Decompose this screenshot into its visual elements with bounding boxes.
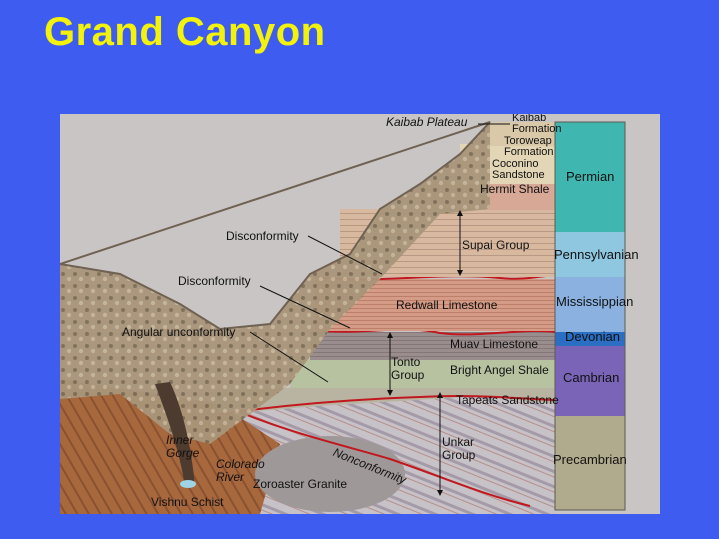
period-precambrian: Precambrian xyxy=(553,452,627,467)
colorado-river-label-1: Colorado xyxy=(216,457,265,471)
zoroaster-granite-label: Zoroaster Granite xyxy=(253,477,348,491)
bright-angel-shale-label: Bright Angel Shale xyxy=(450,363,549,377)
vishnu-schist-label: Vishnu Schist xyxy=(151,495,224,509)
colorado-river-label-2: River xyxy=(216,470,245,484)
grand-canyon-cross-section: Kaibab Plateau Kaibab Formation Toroweap… xyxy=(60,114,660,514)
period-permian: Permian xyxy=(566,169,615,184)
period-devonian: Devonian xyxy=(565,329,620,344)
slide-title: Grand Canyon xyxy=(44,10,326,54)
tonto-group-label-2: Group xyxy=(391,368,425,382)
kaibab-plateau-label: Kaibab Plateau xyxy=(386,115,468,129)
tonto-group-label-1: Tonto xyxy=(391,355,421,369)
inner-gorge-label-2: Gorge xyxy=(166,446,200,460)
kaibab-formation-label-1: Kaibab xyxy=(512,114,547,124)
toroweap-formation-label-1: Toroweap xyxy=(504,135,552,147)
angular-unconformity-label: Angular unconformity xyxy=(122,325,236,339)
coconino-sandstone-label-2: Sandstone xyxy=(492,169,545,181)
disconformity-upper-label: Disconformity xyxy=(226,229,299,243)
tapeats-sandstone-label: Tapeats Sandstone xyxy=(456,393,559,407)
period-pennsylvanian: Pennsylvanian xyxy=(554,247,639,262)
period-cambrian: Cambrian xyxy=(563,370,620,385)
period-mississippian: Mississippian xyxy=(556,294,634,309)
redwall-limestone-label: Redwall Limestone xyxy=(396,298,498,312)
muav-limestone-label: Muav Limestone xyxy=(450,337,539,351)
unkar-group-label-1: Unkar xyxy=(442,435,475,449)
unkar-group-label-2: Group xyxy=(442,448,476,462)
hermit-shale-label: Hermit Shale xyxy=(480,182,550,196)
disconformity-lower-label: Disconformity xyxy=(178,274,251,288)
inner-gorge-label-1: Inner xyxy=(166,433,194,447)
kaibab-formation-label-2: Formation xyxy=(512,123,562,135)
supai-group-label: Supai Group xyxy=(462,238,530,252)
coconino-sandstone-label-1: Coconino xyxy=(492,158,539,170)
cross-section-illustration xyxy=(60,114,660,514)
toroweap-formation-label-2: Formation xyxy=(504,146,554,158)
